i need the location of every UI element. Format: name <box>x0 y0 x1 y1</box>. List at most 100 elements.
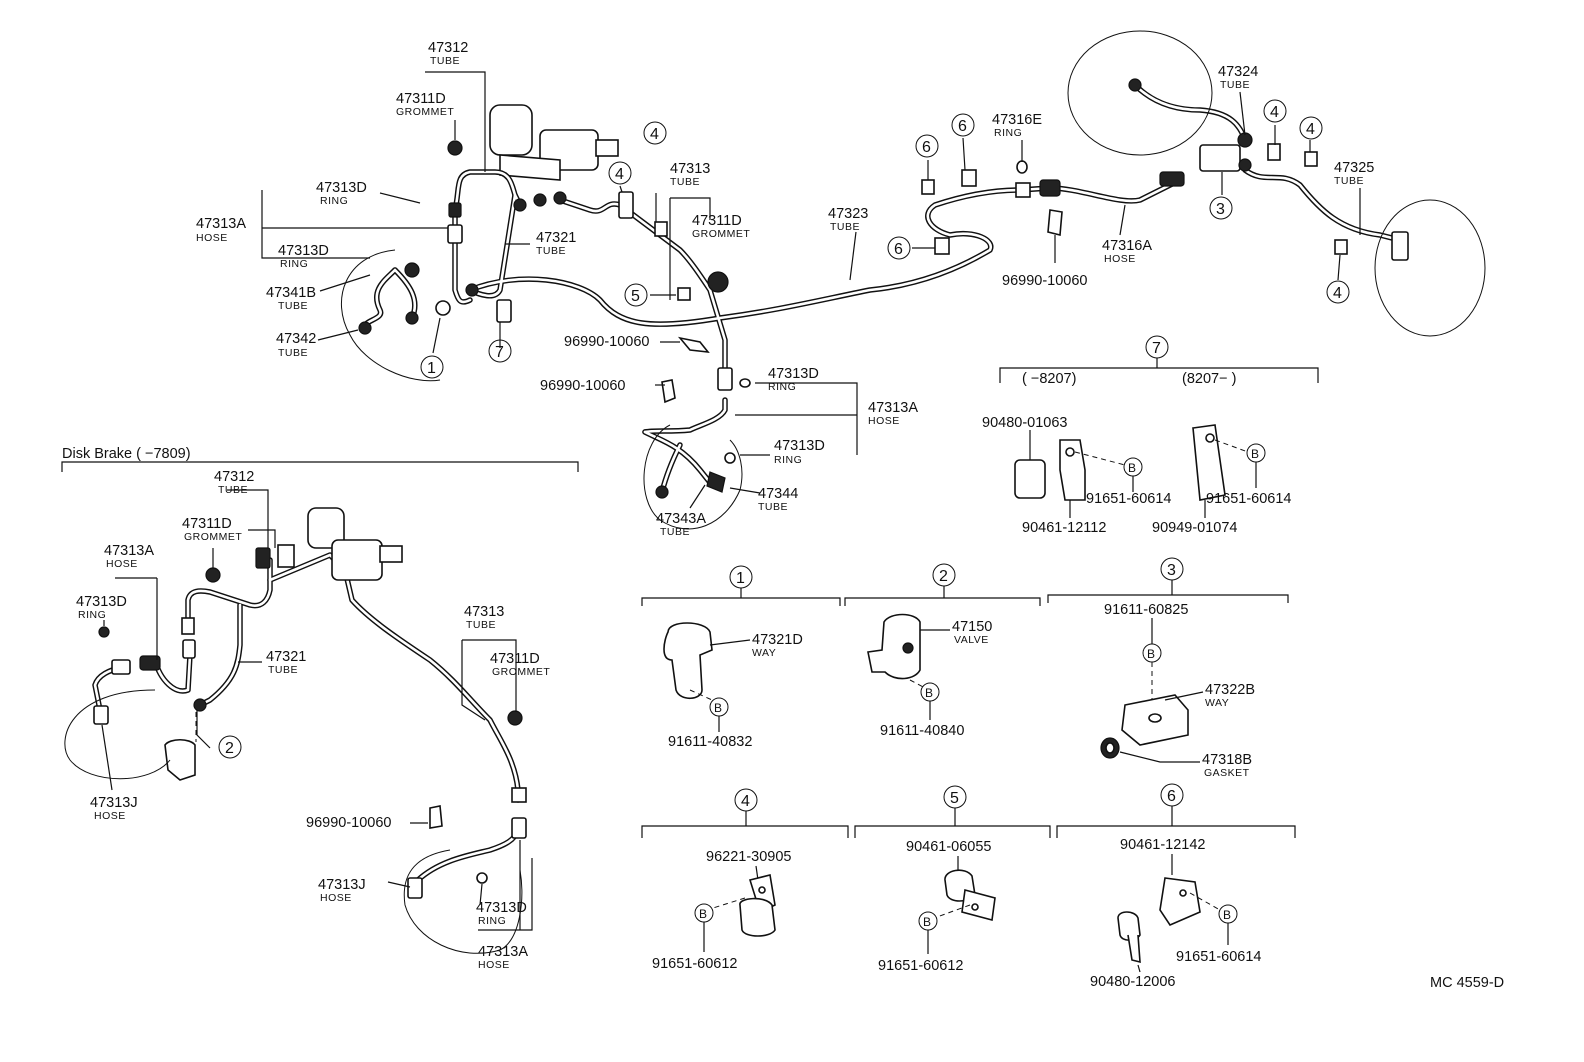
range-right: (8207− ) <box>1182 371 1236 387</box>
desc-47312-top: TUBE <box>430 55 460 67</box>
svg-text:1: 1 <box>736 570 745 587</box>
callout-4-a: 4 <box>608 161 632 185</box>
code-96221-30905: 96221-30905 <box>706 849 791 865</box>
label-47321-disk: 47321 <box>266 649 306 665</box>
bolt-g5: B <box>918 911 938 931</box>
svg-text:1: 1 <box>427 360 436 377</box>
label-47313A-disk: 47313A <box>104 543 154 559</box>
code-91651-60614-a: 91651-60614 <box>1086 491 1171 507</box>
svg-text:B: B <box>923 915 931 929</box>
desc-47313A-disk: HOSE <box>106 558 138 570</box>
callout-4-b: 4 <box>643 121 667 145</box>
desc-47313D-c: RING <box>768 381 796 393</box>
bolt-g4: B <box>694 903 714 923</box>
callout-6-c: 6 <box>887 236 911 260</box>
callout-4-e: 4 <box>1326 280 1350 304</box>
range-left: ( −8207) <box>1022 371 1076 387</box>
svg-text:5: 5 <box>631 288 640 305</box>
group-3-detail: 3 91611-60825 B 47322B WAY 47318B GASKET <box>1047 557 1289 779</box>
label-47313D-disk-a: 47313D <box>76 594 127 610</box>
callout-4-d: 4 <box>1299 116 1323 140</box>
label-47311D-top: 47311D <box>396 91 446 107</box>
svg-text:B: B <box>714 701 722 715</box>
label-47316A: 47316A <box>1102 238 1152 254</box>
label-47313A-c: 47313A <box>868 400 918 416</box>
desc-47311D-top: GROMMET <box>396 106 454 118</box>
leader-lines-main <box>261 71 1361 509</box>
desc-47323: TUBE <box>830 221 860 233</box>
label-47344: 47344 <box>758 486 798 502</box>
desc-47342: TUBE <box>278 347 308 359</box>
rear-drum-right <box>1374 199 1486 337</box>
label-47313D-c: 47313D <box>768 366 819 382</box>
desc-47341B: TUBE <box>278 300 308 312</box>
desc-47313J-disk-b: HOSE <box>320 892 352 904</box>
callout-6-a: 6 <box>915 134 939 158</box>
label-47313-disk: 47313 <box>464 604 504 620</box>
callout-2-detail: 2 <box>932 563 956 587</box>
svg-text:4: 4 <box>1306 121 1315 138</box>
bolt-g3: B <box>1142 643 1162 663</box>
label-47313J-disk-b: 47313J <box>318 877 366 893</box>
label-47343A: 47343A <box>656 511 706 527</box>
desc-47316E: RING <box>994 127 1022 139</box>
desc-47150: VALVE <box>954 634 989 646</box>
desc-47311D-disk-a: GROMMET <box>184 531 242 543</box>
svg-text:6: 6 <box>958 118 967 135</box>
svg-text:4: 4 <box>1270 104 1279 121</box>
code-90480-12006: 90480-12006 <box>1090 974 1175 990</box>
brake-tubes-main <box>361 82 1403 495</box>
callout-4-detail: 4 <box>734 788 758 812</box>
label-47313J-disk-a: 47313J <box>90 795 138 811</box>
desc-47325: TUBE <box>1334 175 1364 187</box>
group-5-detail: 5 90461-06055 B 91651-60612 <box>854 785 1051 974</box>
svg-text:6: 6 <box>922 139 931 156</box>
bolt-g2: B <box>920 682 940 702</box>
svg-text:B: B <box>1147 647 1155 661</box>
group-6-detail: 6 90461-12142 B 91651-60614 90480-12006 <box>1056 783 1296 990</box>
desc-47313D-disk-b: RING <box>478 915 506 927</box>
desc-47324: TUBE <box>1220 79 1250 91</box>
label-47150: 47150 <box>952 619 992 635</box>
desc-47313A-disk-b: HOSE <box>478 959 510 971</box>
desc-47311D-mid: GROMMET <box>692 228 750 240</box>
label-47312-disk: 47312 <box>214 469 254 485</box>
desc-47321-top: TUBE <box>536 245 566 257</box>
disk-brake-title: Disk Brake ( −7809) <box>62 446 191 462</box>
desc-47321-disk: TUBE <box>268 664 298 676</box>
figure-code: MC 4559-D <box>1430 975 1504 991</box>
svg-text:B: B <box>925 686 933 700</box>
label-47321D: 47321D <box>752 632 803 648</box>
label-47313A-disk-b: 47313A <box>478 944 528 960</box>
label-47318B: 47318B <box>1202 752 1252 768</box>
svg-text:4: 4 <box>1333 285 1342 302</box>
callout-1-main: 1 <box>420 355 444 379</box>
svg-text:6: 6 <box>1167 788 1176 805</box>
bolt-g7b: B <box>1246 443 1266 463</box>
callouts-main: 1 7 4 4 5 6 6 6 3 4 4 4 <box>420 99 1350 379</box>
desc-47312-disk: TUBE <box>218 484 248 496</box>
desc-47313-disk: TUBE <box>466 619 496 631</box>
code-90461-12142: 90461-12142 <box>1120 837 1205 853</box>
fittings-main <box>358 78 1409 499</box>
callout-2-disk: 2 <box>218 735 242 759</box>
desc-47313A-c: HOSE <box>868 415 900 427</box>
code-91651-60612-b: 91651-60612 <box>878 958 963 974</box>
svg-text:4: 4 <box>650 126 659 143</box>
code-96990-c: 96990-10060 <box>540 378 625 394</box>
disk-brake-labels: 47312 TUBE 47311D GROMMET 47313A HOSE 47… <box>76 469 550 971</box>
svg-text:B: B <box>699 907 707 921</box>
desc-47313D-d: RING <box>774 454 802 466</box>
label-47342: 47342 <box>276 331 316 347</box>
code-96990-a: 96990-10060 <box>1002 273 1087 289</box>
group-2-detail: 2 47150 VALVE B 91611-40840 <box>844 563 1041 739</box>
svg-text:7: 7 <box>495 344 504 361</box>
code-91651-60614-b: 91651-60614 <box>1206 491 1291 507</box>
callout-3-detail: 3 <box>1160 557 1184 581</box>
code-96990-b: 96990-10060 <box>564 334 649 350</box>
main-assembly <box>261 30 1486 530</box>
desc-47313-top: TUBE <box>670 176 700 188</box>
desc-47313D-a: RING <box>320 195 348 207</box>
desc-47322B: WAY <box>1205 697 1229 709</box>
